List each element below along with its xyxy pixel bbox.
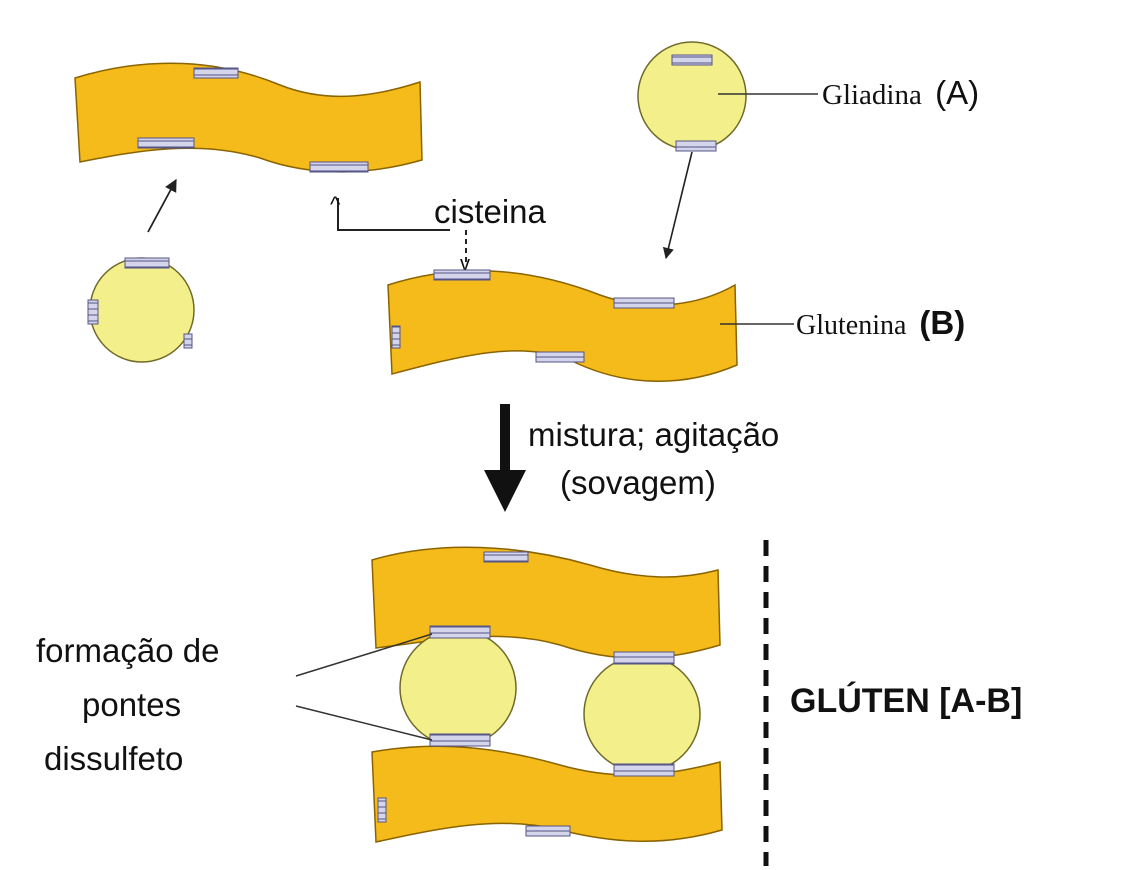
glutenin-strand-top-left	[75, 63, 422, 172]
gliadina-text: Gliadina	[822, 79, 922, 111]
cysteine-site	[676, 141, 716, 151]
cysteine-site	[536, 352, 584, 362]
pontes-label-line2: pontes	[82, 686, 181, 723]
cysteine-site	[125, 258, 169, 268]
cysteine-site	[378, 798, 386, 822]
disulfide-bridge-overlay	[430, 734, 490, 746]
gluten-complex	[372, 547, 722, 842]
cysteine-site	[672, 55, 712, 65]
caret-up-icon: ^	[330, 192, 341, 217]
gliadina-label: Gliadina (A)	[822, 74, 979, 111]
cysteine-site	[310, 162, 368, 172]
process-arrow	[484, 404, 526, 512]
cysteine-site	[88, 300, 98, 324]
gliadin-sphere-right	[638, 42, 746, 151]
gliadin-sphere-bridge-left	[400, 626, 516, 746]
cysteine-site	[138, 138, 194, 148]
disulfide-bridge-overlay	[614, 764, 674, 776]
gluten-label: GLÚTEN [A-B]	[790, 682, 1022, 720]
pontes-label-line3: dissulfeto	[44, 740, 183, 777]
pontes-label-line1: formação de	[36, 632, 219, 669]
disulfide-bridge-overlay	[614, 652, 674, 664]
cysteine-site	[434, 270, 490, 280]
cisteina-label: cisteina	[434, 193, 547, 230]
cysteine-site	[526, 826, 570, 836]
arrow-gliadin-to-strand	[148, 180, 176, 232]
gliadin-sphere-left	[88, 258, 194, 362]
cysteine-site	[184, 334, 192, 348]
gliadina-tag: (A)	[935, 74, 979, 111]
mistura-label-line2: (sovagem)	[560, 464, 716, 501]
mistura-label-line1: mistura; agitação	[528, 416, 779, 453]
gliadin-sphere-bridge-right	[584, 652, 700, 776]
disulfide-bridge-overlay	[430, 626, 490, 638]
cysteine-site	[392, 326, 400, 348]
glutenina-label: Glutenina (B)	[796, 304, 965, 341]
arrow-gliadin-to-glutenin	[666, 152, 692, 258]
cysteine-site	[614, 298, 674, 308]
cysteine-site	[194, 68, 238, 78]
glutenina-tag: (B)	[919, 304, 965, 341]
glutenin-strand-middle	[388, 270, 737, 381]
cysteine-site	[484, 552, 528, 562]
glutenina-text: Glutenina	[796, 310, 907, 341]
